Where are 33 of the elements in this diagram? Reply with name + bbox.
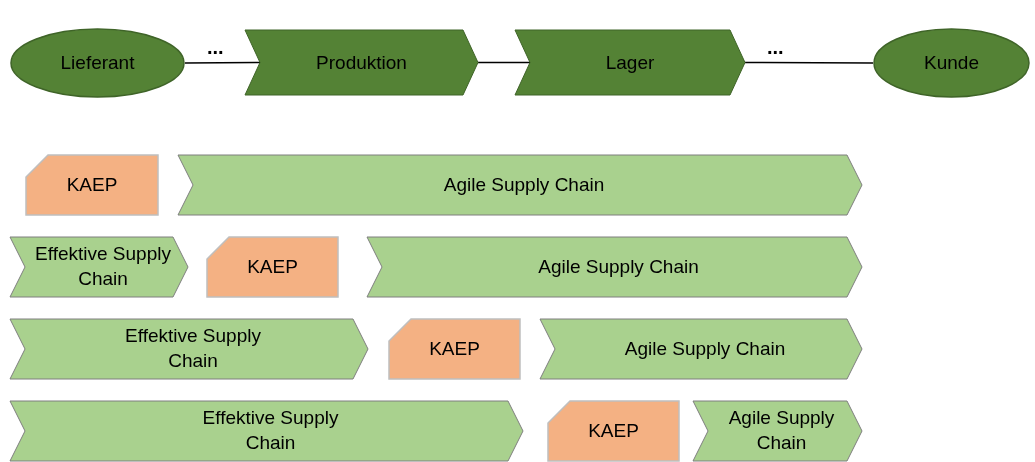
- process-step-shape: [10, 401, 523, 461]
- cut-corner-box: [548, 401, 679, 461]
- process-step-shape: [10, 319, 368, 379]
- cut-corner-box: [389, 319, 520, 379]
- cut-corner-box: [207, 237, 338, 297]
- process-step-shape: [515, 30, 745, 95]
- process-step-shape: [367, 237, 862, 297]
- process-step-shape: [693, 401, 862, 461]
- connector-line: [744, 61, 874, 64]
- process-step-shape: [178, 155, 862, 215]
- process-step-shape: [540, 319, 862, 379]
- node-label: KAEP: [588, 418, 639, 443]
- node-label: Effektive Supply Chain: [201, 406, 340, 455]
- node-label: Agile Supply Chain: [624, 336, 786, 361]
- node-label: Lieferant: [60, 50, 135, 75]
- node-label: KAEP: [429, 336, 480, 361]
- node-label: Agile Supply Chain: [443, 172, 605, 197]
- node-label: Effektive Supply Chain: [34, 242, 172, 291]
- node-label: Agile Supply Chain: [538, 254, 699, 279]
- node-label: KAEP: [247, 254, 298, 279]
- ellipse-node: [873, 28, 1030, 98]
- node-label: KAEP: [66, 172, 118, 197]
- node-label: Effektive Supply Chain: [124, 324, 262, 373]
- node-label: Produktion: [316, 50, 407, 75]
- node-label: Lager: [605, 50, 655, 75]
- ellipse-node: [10, 28, 185, 98]
- process-step-shape: [245, 30, 478, 95]
- node-label: Kunde: [924, 50, 979, 75]
- connector-line: [184, 61, 261, 64]
- process-step-shape: [10, 237, 188, 297]
- cut-corner-box: [26, 155, 158, 215]
- connector-line: [477, 61, 531, 64]
- node-label: Agile Supply Chain: [727, 406, 836, 455]
